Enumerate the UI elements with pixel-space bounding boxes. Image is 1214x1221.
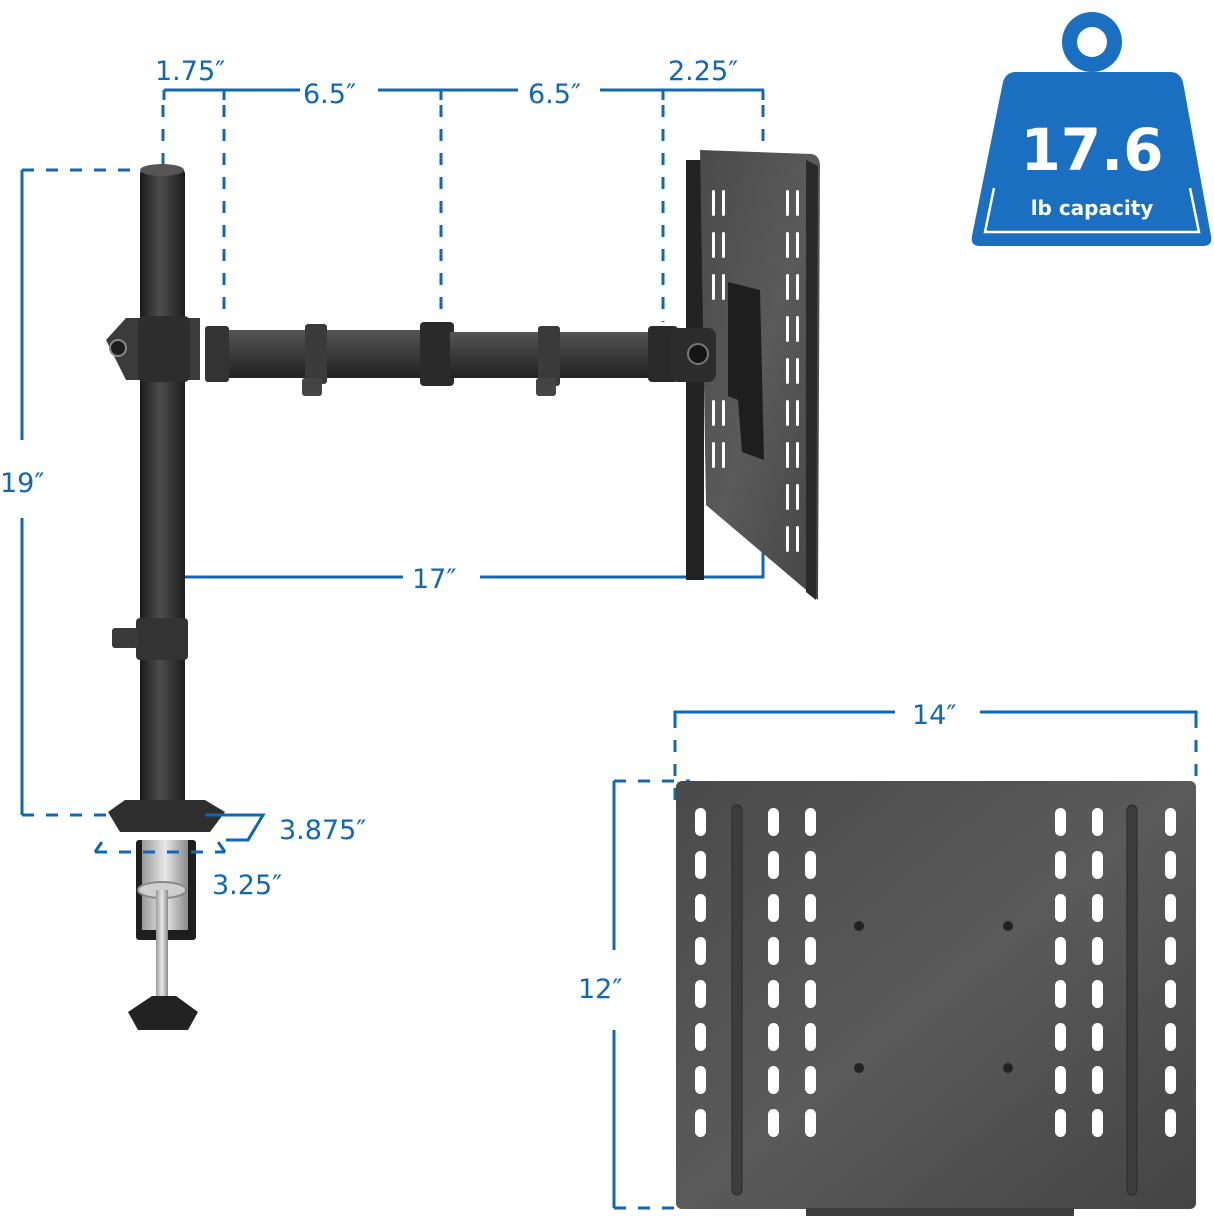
- tray-slot: [1165, 1023, 1176, 1051]
- tray-slot: [695, 1023, 706, 1051]
- tray-slot: [805, 937, 816, 965]
- top-dimension-group: 1.75″ 6.5″ 6.5″ 2.25″: [155, 56, 765, 520]
- base-dimensions: 3.875″ 3.25″: [93, 813, 366, 901]
- tray-slot: [1092, 937, 1103, 965]
- front-tray-dimensions: 14″ 12″: [578, 700, 1198, 1210]
- dim-label-3-25: 3.25″: [212, 870, 282, 901]
- tray-slot: [1165, 1066, 1176, 1094]
- collar-lever: [112, 628, 138, 648]
- tray-slot: [768, 980, 779, 1008]
- tray-slot: [768, 1023, 779, 1051]
- tray-slot: [1092, 894, 1103, 922]
- tray-slot: [768, 1066, 779, 1094]
- tray-slot: [805, 851, 816, 879]
- dim-label-6-5-b: 6.5″: [528, 79, 581, 110]
- tray-slot: [1092, 851, 1103, 879]
- tray-slot: [805, 1023, 816, 1051]
- vesa-bracket: [728, 282, 764, 460]
- tray-slot: [695, 1066, 706, 1094]
- tray-slot: [768, 851, 779, 879]
- tray-slot: [695, 1109, 706, 1137]
- monitor-arm: [106, 164, 678, 1030]
- tray-slot: [1165, 980, 1176, 1008]
- tray-slot: [1092, 1066, 1103, 1094]
- extension-dimension: 17″: [160, 520, 765, 595]
- base-plate: [108, 800, 225, 832]
- tray-slot: [768, 808, 779, 836]
- dim-label-3-875: 3.875″: [279, 815, 366, 846]
- tray-slot: [1055, 1066, 1066, 1094]
- capacity-value: 17.6: [1020, 116, 1163, 184]
- dim-label-6-5-a: 6.5″: [303, 79, 356, 110]
- tray-slot: [1165, 937, 1176, 965]
- tray-slot: [1092, 980, 1103, 1008]
- tray-slot: [695, 808, 706, 836]
- tray-slot: [695, 894, 706, 922]
- clamp-knob: [128, 996, 198, 1030]
- cable-clip-2: [536, 378, 556, 396]
- height-collar: [136, 618, 188, 660]
- tray-slot: [1165, 851, 1176, 879]
- tray-slot: [1092, 808, 1103, 836]
- tray-slot: [1092, 1109, 1103, 1137]
- tray-slot: [1055, 1023, 1066, 1051]
- front-tray-plate: [676, 781, 1196, 1216]
- tray-slot: [805, 894, 816, 922]
- tray-slot: [805, 808, 816, 836]
- tray-slot: [805, 1066, 816, 1094]
- tray-slot: [1055, 808, 1066, 836]
- tray-slot: [1092, 1023, 1103, 1051]
- tray-slot: [695, 851, 706, 879]
- dim-label-1-75: 1.75″: [155, 56, 225, 87]
- cable-clip-1: [302, 378, 322, 396]
- pole-height-dimension: 19″: [0, 168, 130, 817]
- tray-slot: [768, 937, 779, 965]
- dim-label-19: 19″: [0, 468, 44, 499]
- tray-slot: [1055, 937, 1066, 965]
- tray-slot: [695, 937, 706, 965]
- tray-slot: [1165, 894, 1176, 922]
- vesa-holes: [854, 921, 1013, 1073]
- tray-slot: [1055, 1109, 1066, 1137]
- tray-slot: [805, 1109, 816, 1137]
- dim-label-2-25: 2.25″: [668, 56, 738, 87]
- side-tray-plate: [670, 150, 820, 600]
- dim-label-14: 14″: [912, 700, 956, 731]
- arm-middle-joint: [420, 322, 454, 386]
- vertical-pole: [140, 168, 185, 828]
- capacity-unit: lb capacity: [1031, 196, 1154, 220]
- tray-slot: [1055, 894, 1066, 922]
- tray-slot: [1055, 851, 1066, 879]
- tray-slot: [1055, 980, 1066, 1008]
- weight-capacity-badge: 17.6 lb capacity: [971, 12, 1212, 246]
- tray-slot: [1165, 808, 1176, 836]
- clamp-screw: [156, 890, 168, 998]
- tray-slot: [768, 1109, 779, 1137]
- dim-label-17: 17″: [412, 564, 456, 595]
- tray-slot: [805, 980, 816, 1008]
- tray-slot: [768, 894, 779, 922]
- tray-slot: [695, 980, 706, 1008]
- side-plate-slots: [712, 190, 799, 552]
- tray-slot: [1165, 1109, 1176, 1137]
- tray-slot-grid: [695, 808, 1176, 1137]
- dim-label-12: 12″: [578, 974, 622, 1005]
